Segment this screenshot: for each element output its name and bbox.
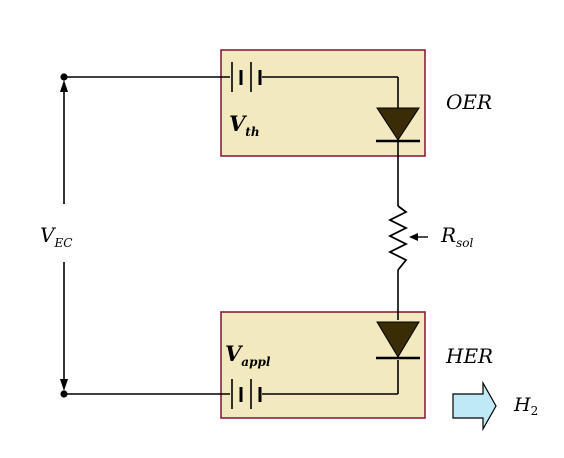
vth-label: Vth bbox=[229, 111, 260, 139]
vec-label: VEC bbox=[40, 223, 72, 250]
oer-label: OER bbox=[446, 90, 492, 114]
oer-diode-icon bbox=[376, 107, 420, 143]
oer-module-box bbox=[220, 49, 426, 157]
h2-label: H2 bbox=[513, 394, 538, 418]
vappl-label: Vappl bbox=[225, 341, 271, 369]
her-label: HER bbox=[445, 344, 493, 368]
vappl-battery-icon bbox=[231, 379, 262, 409]
rsol-label: Rsol bbox=[440, 223, 473, 250]
her-diode-icon bbox=[376, 321, 420, 360]
bottom-node-dot bbox=[60, 390, 68, 398]
rsol-pointer-arrow bbox=[409, 233, 428, 241]
vth-battery-icon bbox=[231, 62, 262, 92]
h2-output-arrow-icon bbox=[452, 380, 497, 432]
resistor-icon bbox=[387, 205, 409, 271]
vec-arrow bbox=[60, 80, 68, 391]
circuit-wires bbox=[64, 76, 399, 395]
top-node-dot bbox=[60, 73, 68, 81]
